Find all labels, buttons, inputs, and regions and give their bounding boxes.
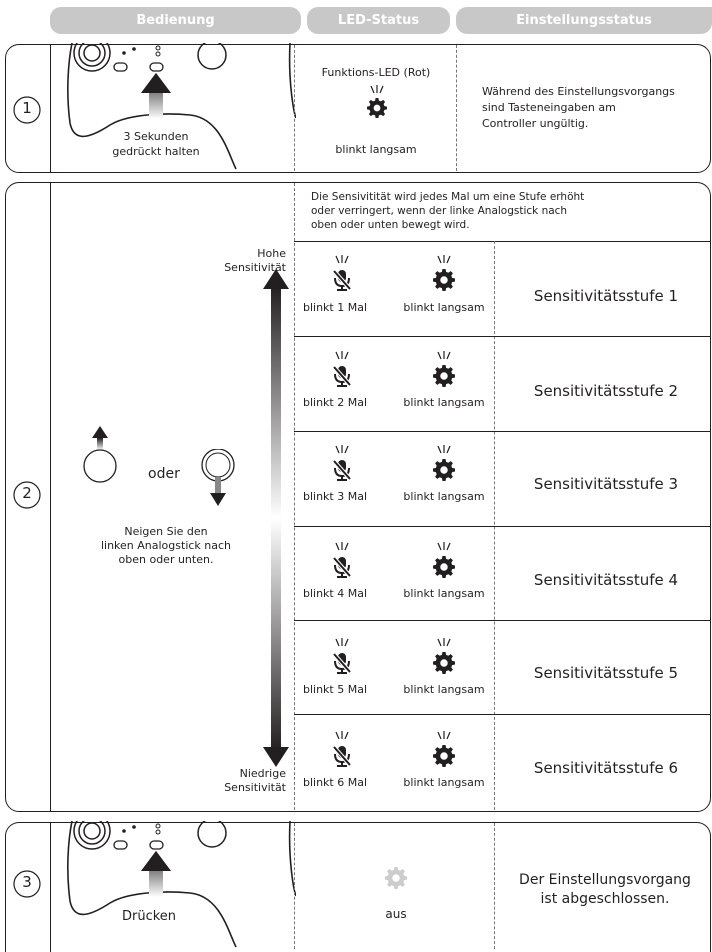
header-led-status: LED-Status (307, 7, 450, 34)
blink-rays-icon (332, 542, 352, 552)
gear-icon (433, 365, 455, 387)
mic-led-state: blinkt 2 Mal (302, 396, 368, 409)
mic-led-state: blinkt 3 Mal (302, 490, 368, 503)
blink-rays-icon (332, 351, 352, 361)
sensitivity-level-label: Sensitivitätsstufe 1 (533, 287, 679, 305)
or-label: oder (148, 466, 180, 482)
function-led-state: blinkt langsam (403, 396, 485, 409)
step3-led-state: aus (385, 907, 407, 921)
gear-icon (367, 98, 387, 118)
divider (494, 823, 495, 949)
header-setting-status: Einstellungsstatus (456, 7, 712, 34)
stick-instruction: Neigen Sie den linken Analogstick nach o… (100, 525, 232, 566)
step3-status: Der Einstellungsvorgang ist abgeschlosse… (519, 872, 691, 907)
mic-mute-icon (332, 269, 352, 291)
mic-led-state: blinkt 4 Mal (302, 587, 368, 600)
low-sensitivity-label: Niedrige Sensitivität (224, 767, 286, 794)
blink-rays-icon (332, 638, 352, 648)
step1-number-column: 1 (6, 45, 51, 172)
mic-mute-icon (332, 745, 352, 767)
step1-panel: 1 3 Sekunden gedrückt halten Funktions-L… (5, 43, 711, 173)
function-led-state: blinkt langsam (403, 301, 485, 314)
gear-off-icon (385, 867, 407, 889)
sensitivity-level-label: Sensitivitätsstufe 2 (533, 382, 679, 400)
divider (494, 241, 495, 810)
sensitivity-arrow (263, 269, 289, 767)
step3-instruction: Drücken (121, 909, 177, 924)
mic-mute-icon (332, 652, 352, 674)
mic-mute-icon (332, 556, 352, 578)
gear-icon (433, 459, 455, 481)
gear-icon (433, 745, 455, 767)
blink-rays-icon (332, 731, 352, 741)
controller-illustration (67, 821, 296, 948)
header-operation: Bedienung (50, 7, 301, 34)
function-led-state: blinkt langsam (403, 587, 485, 600)
blink-rays-icon (434, 542, 454, 552)
step1-led-state: blinkt langsam (335, 143, 417, 156)
sensitivity-level-label: Sensitivitätsstufe 3 (533, 475, 679, 493)
divider (294, 45, 295, 171)
blink-rays-icon (434, 731, 454, 741)
high-sensitivity-label: Hohe Sensitivität (224, 247, 286, 274)
step1-instruction: 3 Sekunden gedrückt halten (112, 130, 200, 158)
blink-rays-icon (332, 255, 352, 265)
step3-number-circle (13, 870, 41, 898)
blink-rays-icon (332, 445, 352, 455)
blink-rays-icon (434, 445, 454, 455)
stick-up-icon (83, 426, 117, 483)
sensitivity-level-label: Sensitivitätsstufe 4 (533, 571, 679, 589)
step2-number-circle (13, 481, 41, 509)
gear-icon (433, 269, 455, 291)
step2-panel: 2 Die Sensivitität wird jedes Mal um ein… (5, 182, 711, 812)
divider (456, 45, 457, 171)
divider (294, 823, 295, 949)
blink-rays-icon (434, 638, 454, 648)
blink-rays-icon (434, 351, 454, 361)
step1-number-circle (13, 96, 41, 124)
divider (294, 336, 710, 337)
mic-mute-icon (332, 459, 352, 481)
step1-number: 1 (22, 99, 32, 117)
step2-intro: Die Sensivitität wird jedes Mal um eine … (311, 191, 585, 231)
divider (294, 431, 710, 432)
controller-illustration (67, 43, 296, 170)
step1-led-label: Funktions-LED (Rot) (321, 66, 431, 79)
sensitivity-level-label: Sensitivitätsstufe 6 (533, 759, 679, 777)
mic-led-state: blinkt 1 Mal (302, 301, 368, 314)
divider (294, 714, 710, 715)
mic-led-state: blinkt 6 Mal (302, 776, 368, 789)
function-led-state: blinkt langsam (403, 776, 485, 789)
blink-rays-icon (434, 255, 454, 265)
step2-number-column: 2 (6, 183, 51, 811)
mic-mute-icon (332, 365, 352, 387)
divider (294, 526, 710, 527)
divider (294, 620, 710, 621)
step1-status: Während des Einstellungsvorgangs sind Ta… (482, 85, 675, 130)
gear-icon (433, 652, 455, 674)
divider (294, 241, 710, 242)
function-led-state: blinkt langsam (403, 683, 485, 696)
sensitivity-level-label: Sensitivitätsstufe 5 (533, 664, 679, 682)
mic-led-state: blinkt 5 Mal (302, 683, 368, 696)
step3-number: 3 (22, 873, 32, 891)
blink-rays-icon (367, 85, 387, 95)
stick-down-icon (201, 449, 235, 506)
function-led-state: blinkt langsam (403, 490, 485, 503)
gear-icon (433, 556, 455, 578)
divider (294, 183, 295, 810)
step3-panel: 3 Drücken aus Der Einstellungsvorgang is… (5, 821, 711, 952)
step2-number: 2 (22, 484, 32, 502)
step3-number-column: 3 (6, 823, 51, 952)
